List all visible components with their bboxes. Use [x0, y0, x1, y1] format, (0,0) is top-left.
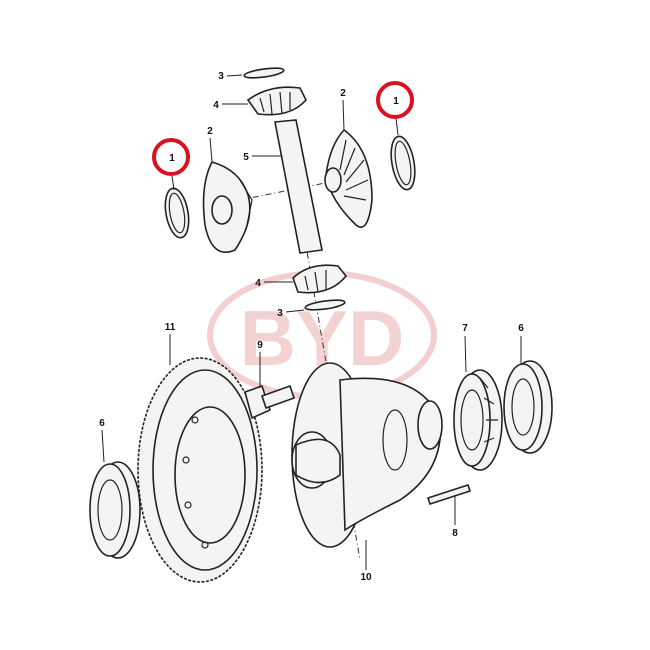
washer-top: 3	[218, 67, 285, 82]
svg-text:7: 7	[462, 323, 468, 334]
svg-text:2: 2	[340, 88, 346, 99]
svg-text:10: 10	[360, 572, 372, 583]
side-gear-right: 2	[324, 88, 373, 228]
svg-text:6: 6	[518, 323, 524, 334]
bearing-inner-right: 7	[453, 323, 503, 471]
svg-text:11: 11	[165, 322, 176, 333]
thrust-washer-left: 1	[152, 138, 190, 239]
bearing-left: 6	[89, 418, 141, 559]
ring-gear: 11	[137, 322, 263, 583]
svg-text:9: 9	[257, 340, 263, 351]
roll-pin: 8	[426, 483, 472, 539]
cross-shaft: 5	[243, 119, 323, 254]
pinion-gear-top: 4	[213, 86, 307, 116]
highlight-circle-right	[376, 81, 414, 119]
svg-text:3: 3	[277, 308, 283, 319]
differential-case: 10	[291, 362, 443, 583]
svg-text:4: 4	[255, 278, 261, 289]
svg-text:1: 1	[393, 96, 399, 107]
thrust-washer-right: 1	[376, 81, 416, 191]
svg-text:6: 6	[99, 418, 105, 429]
side-gear-left: 2	[202, 126, 253, 253]
bearing-outer-right: 6	[503, 323, 553, 454]
svg-text:5: 5	[243, 152, 249, 163]
svg-text:8: 8	[452, 528, 458, 539]
svg-text:1: 1	[169, 153, 175, 164]
highlight-circle-left	[152, 138, 190, 176]
svg-text:4: 4	[213, 100, 219, 111]
bolt: 9	[244, 340, 296, 420]
washer-bottom: 3	[277, 299, 346, 319]
pinion-gear-bottom: 4	[255, 264, 348, 294]
svg-text:2: 2	[207, 126, 213, 137]
svg-text:3: 3	[218, 71, 224, 82]
